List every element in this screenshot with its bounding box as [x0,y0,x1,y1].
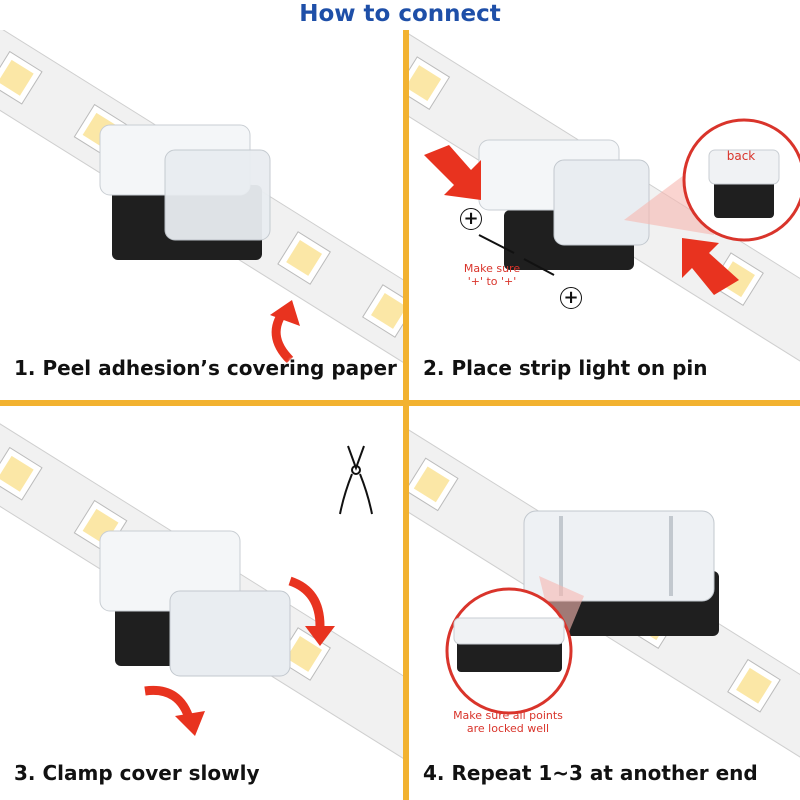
step-2-panel: + + Make sure '+' to '+' back 2. Place s… [409,30,800,400]
vertical-divider [403,30,409,800]
step-1-illustration [0,30,403,375]
push-arrow-icon [424,145,739,295]
step-2-caption: 2. Place strip light on pin [423,356,708,380]
polarity-note: Make sure '+' to '+' [463,262,521,288]
connector-base [99,124,271,260]
connector-base [523,510,719,636]
step-1-panel: 1. Peel adhesion’s covering paper [0,30,403,400]
step-1-caption: 1. Peel adhesion’s covering paper [14,356,397,380]
step-3-panel: 3. Clamp cover slowly [0,406,403,800]
locked-note: Make sure all points are locked well [453,709,563,735]
horizontal-divider-left [0,400,403,406]
step-2-illustration [409,30,800,380]
magnifier-callout [445,587,573,715]
step-4-caption: 4. Repeat 1~3 at another end [423,761,758,785]
page-title: How to connect [299,1,501,27]
step-4-panel: Make sure all points are locked well 4. … [409,406,800,800]
magnifier-callout [682,118,800,242]
connector-base [478,139,650,270]
step-3-caption: 3. Clamp cover slowly [14,761,260,785]
curved-arrow-icon [288,576,325,627]
pliers-icon [339,445,373,515]
connector-base [99,530,291,677]
horizontal-divider-right [409,400,800,406]
step-4-illustration [409,418,800,776]
plus-symbol-icon: + [560,287,582,309]
back-label: back [726,149,756,163]
step-3-illustration [0,413,403,771]
plus-symbol-icon: + [460,208,482,230]
